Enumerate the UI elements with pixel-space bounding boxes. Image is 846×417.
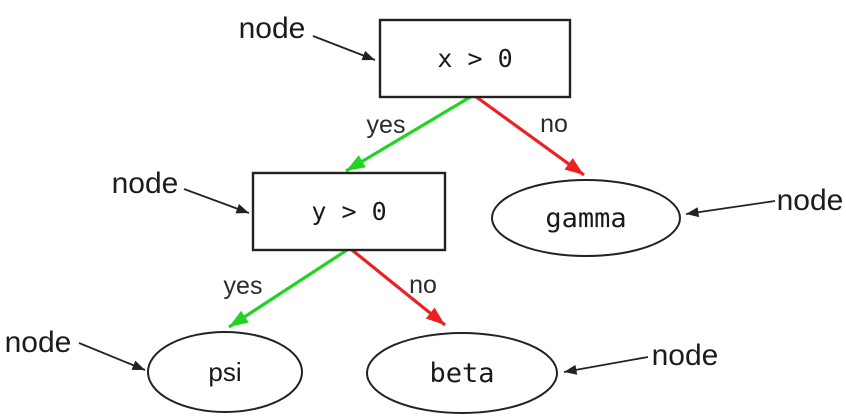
annotation-arrow xyxy=(78,342,146,371)
node-label-gamma: gamma xyxy=(545,203,626,234)
edge-label-no-1: no xyxy=(540,110,568,138)
node-label-beta: beta xyxy=(429,358,494,389)
annotation-label: node xyxy=(652,339,719,372)
edge-root-yes xyxy=(345,94,473,173)
node-ellipse-gamma xyxy=(491,179,681,257)
edge-second-no xyxy=(350,248,447,327)
node-box-x-gt-0 xyxy=(378,18,572,99)
annotation-label: node xyxy=(5,326,72,359)
annotation-label: node xyxy=(112,167,179,200)
annotation-label: node xyxy=(239,12,306,45)
annotation-psi: node xyxy=(5,326,146,371)
annotation-gamma: node xyxy=(685,184,844,218)
edge-label-yes-1: yes xyxy=(367,111,406,139)
node-label-x-gt-0: x > 0 xyxy=(437,44,512,73)
annotation-root: node xyxy=(239,12,376,61)
annotation-beta: node xyxy=(563,339,719,375)
edge-second-yes xyxy=(228,248,348,329)
annotation-arrow xyxy=(685,200,776,218)
node-box-y-gt-0 xyxy=(251,171,447,252)
annotation-arrow xyxy=(312,35,376,61)
edge-label-yes-2: yes xyxy=(224,272,263,300)
edge-root-no xyxy=(474,94,585,177)
node-ellipse-psi xyxy=(147,331,303,413)
annotation-second: node xyxy=(112,167,250,214)
node-label-y-gt-0: y > 0 xyxy=(311,197,386,226)
annotation-arrow xyxy=(183,188,250,214)
node-label-psi: psi xyxy=(208,357,241,387)
annotation-arrow xyxy=(563,356,649,375)
node-ellipse-beta xyxy=(366,332,558,414)
annotation-label: node xyxy=(777,184,844,217)
edge-label-no-2: no xyxy=(409,271,437,299)
